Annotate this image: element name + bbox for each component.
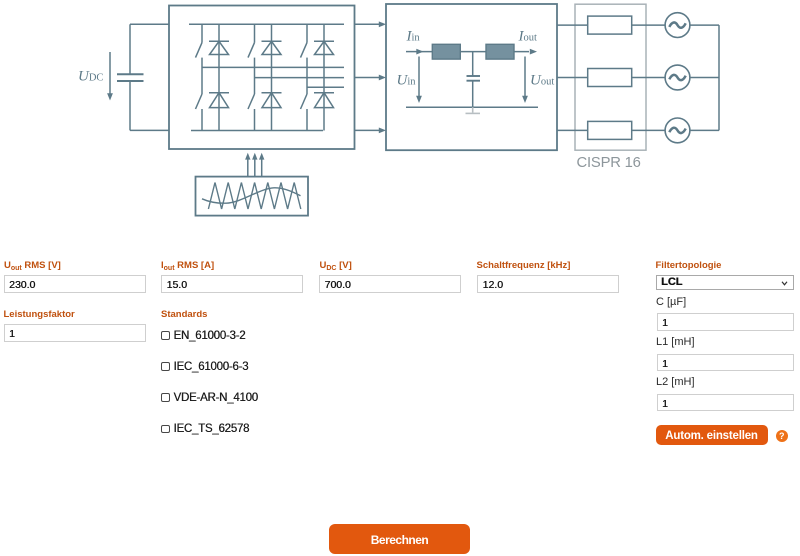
svg-text:Uin: Uin (397, 73, 417, 89)
svg-text:Iin: Iin (406, 29, 421, 45)
svg-text:UDC: UDC (78, 69, 103, 85)
svg-text:CISPR 16: CISPR 16 (577, 155, 641, 171)
svg-text:Iout: Iout (518, 29, 538, 45)
svg-text:Uout: Uout (530, 73, 554, 89)
